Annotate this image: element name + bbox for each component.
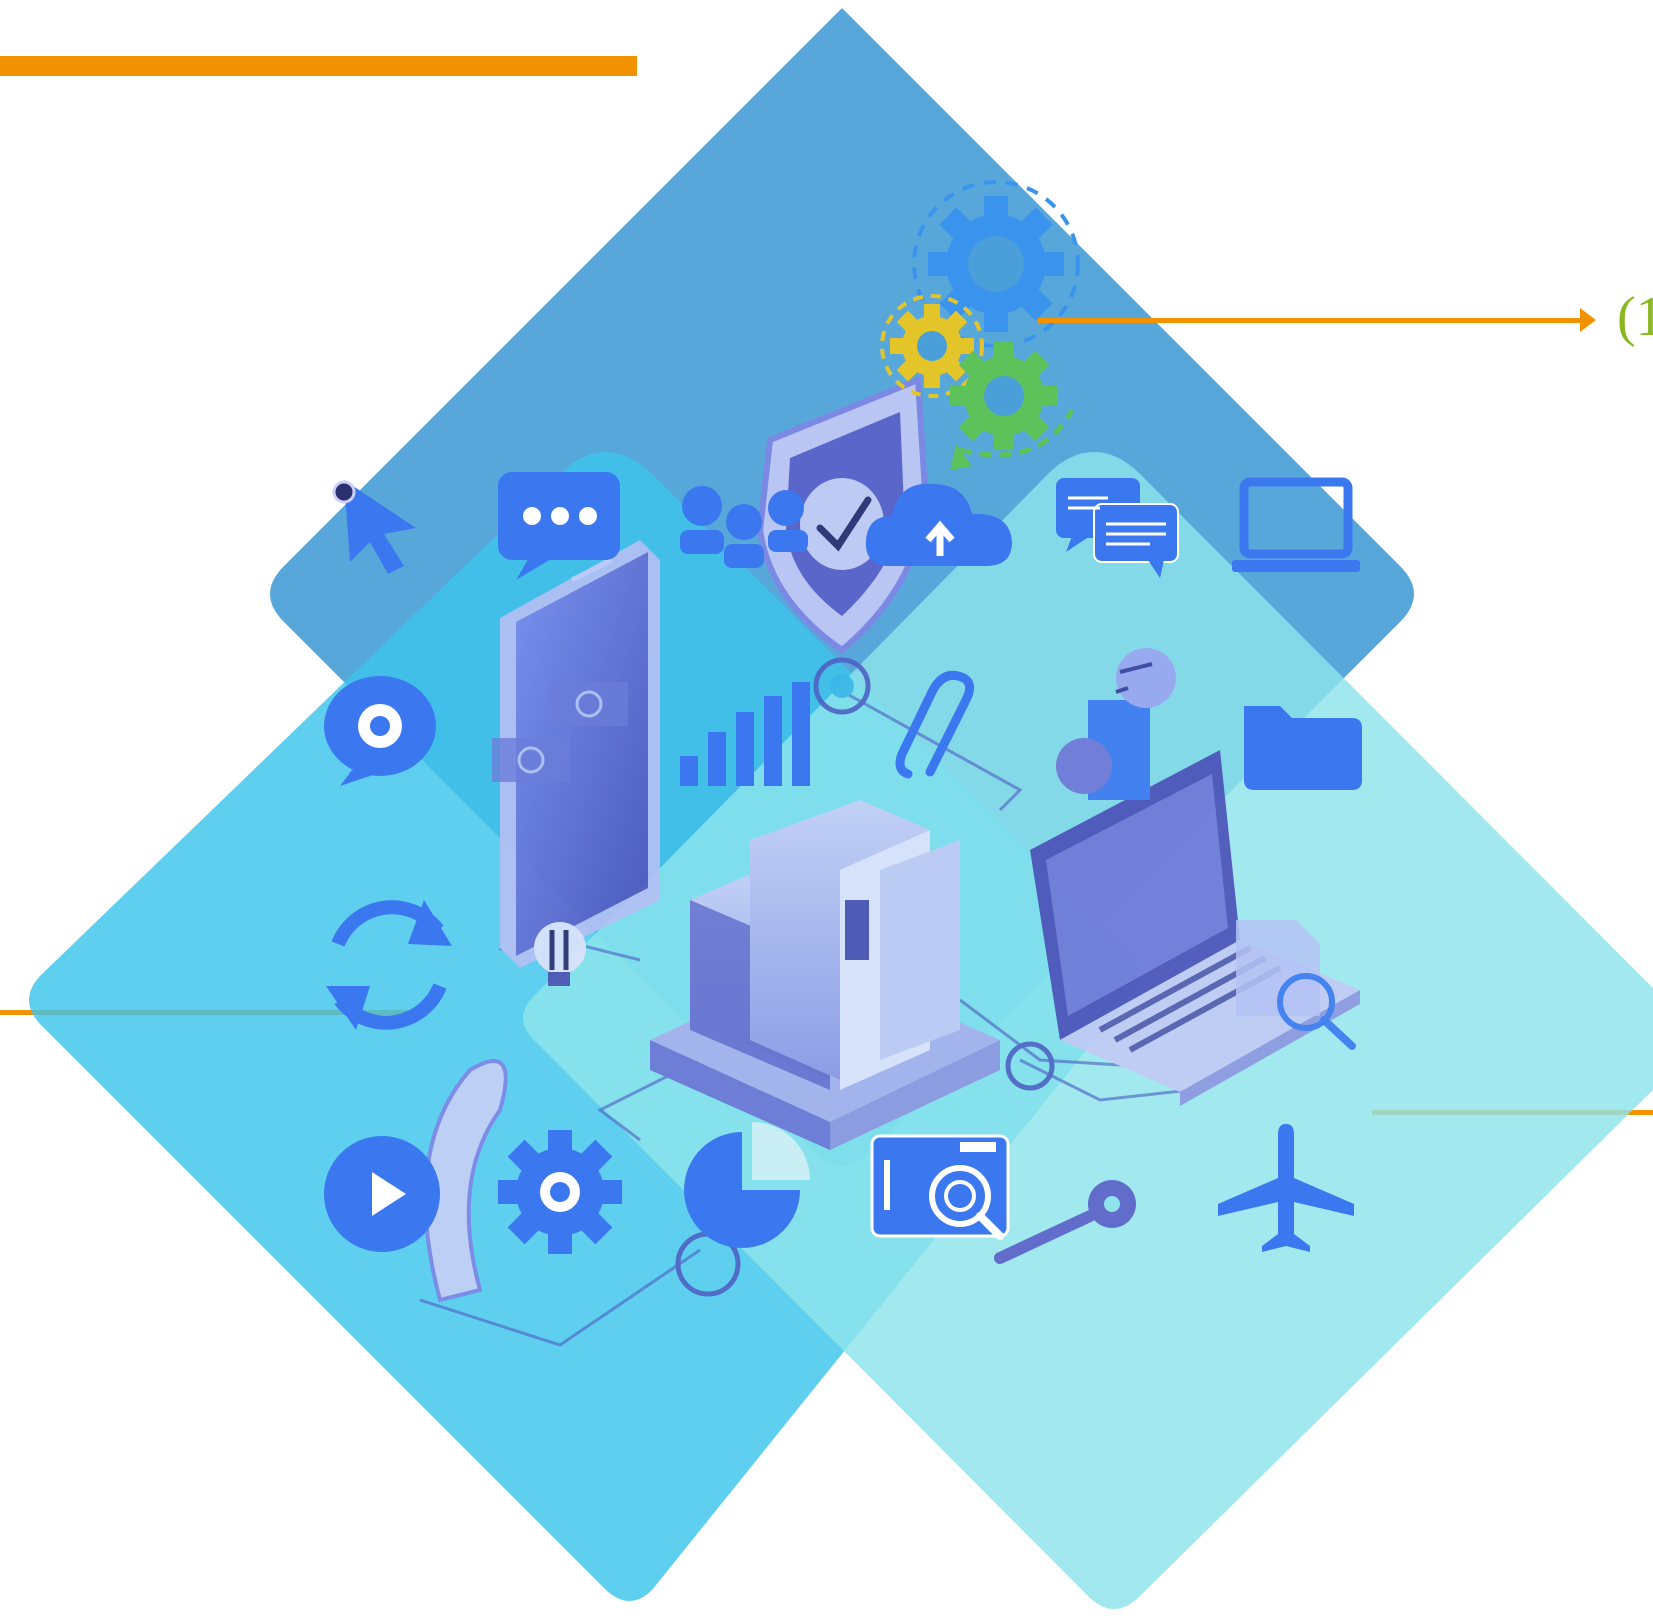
bar-chart-icon (680, 682, 810, 786)
camera-search-icon (870, 1134, 1010, 1240)
airplane-icon (1218, 1124, 1354, 1252)
paperclip-icon (895, 670, 975, 779)
pie-chart-icon (684, 1122, 810, 1248)
folder-icon (1244, 706, 1362, 790)
phone-illustration (500, 540, 660, 968)
cloud-upload-icon (865, 483, 1012, 566)
orange-header-bar (0, 56, 637, 76)
bitcoin-icon (1056, 648, 1176, 800)
gear-chat-icon (324, 676, 436, 786)
refresh-arrow-top (408, 900, 452, 946)
magnifier-document-icon (1236, 920, 1356, 1050)
play-icon (324, 1136, 440, 1252)
lightbulb-icon (534, 922, 586, 986)
callout-pointer-line (1038, 318, 1590, 323)
users-icon (680, 486, 808, 568)
isometric-illustration (419, 375, 1360, 1347)
server-illustration (650, 800, 1000, 1150)
cursor-icon (332, 480, 416, 574)
messages-icon (1056, 478, 1179, 578)
gears-icon (880, 180, 1080, 470)
refresh-arrow-bottom (326, 986, 370, 1030)
callout-label: (1 (1617, 286, 1653, 348)
laptop-icon (1232, 477, 1360, 572)
callout-arrow-head (1580, 308, 1596, 332)
chat-bubble-icon (498, 472, 620, 580)
key-icon (994, 1180, 1136, 1264)
money-icon (492, 682, 628, 782)
settings-icon (498, 1130, 622, 1254)
